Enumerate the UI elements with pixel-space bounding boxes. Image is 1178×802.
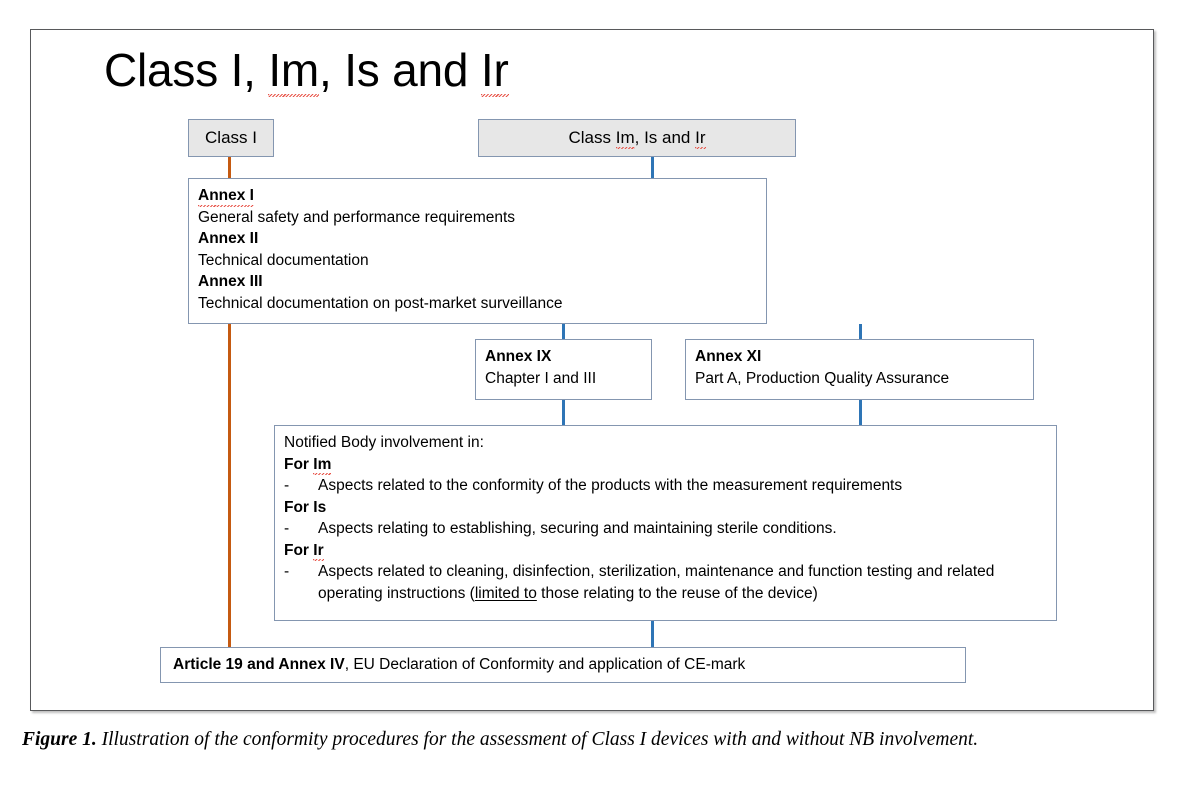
figure-caption: Figure 1. Illustration of the conformity… (22, 726, 1160, 754)
annex-row-heading: Annex I (198, 185, 757, 207)
annex-iii-body: Technical documentation on post-market s… (198, 294, 563, 312)
label-prefix: Class (568, 128, 616, 148)
notified-body-bullet-is: - Aspects relating to establishing, secu… (284, 518, 1047, 540)
annex-ii-heading: Annex II (198, 230, 259, 247)
annex-xi-heading: Annex XI (695, 346, 1024, 368)
annex-i-heading: Annex I (198, 185, 254, 207)
box-annexes[interactable]: Annex I General safety and performance r… (188, 178, 767, 324)
box-annex-xi[interactable]: Annex XI Part A, Production Quality Assu… (685, 339, 1034, 400)
figure-caption-text: Illustration of the conformity procedure… (96, 729, 979, 750)
title-token-im: Im (268, 44, 320, 97)
for-prefix: For (284, 498, 314, 516)
notified-body-bullet-im: - Aspects related to the conformity of t… (284, 475, 1047, 497)
for-prefix: For (284, 541, 314, 559)
annex-iii-heading: Annex III (198, 273, 263, 290)
annex-ix-heading-text: Annex IX (485, 348, 552, 365)
bullet-text: Aspects related to the conformity of the… (318, 477, 903, 494)
annex-row-heading: Annex II (198, 228, 757, 250)
figure-caption-label: Figure 1. (22, 729, 97, 750)
bullet-dash: - (284, 520, 290, 537)
notified-body-heading-is: For Is (284, 497, 1047, 519)
annex-ii-body: Technical documentation (198, 251, 369, 269)
bullet-text: Aspects related to cleaning, disinfectio… (318, 561, 1047, 604)
notified-body-intro: Notified Body involvement in: (284, 434, 484, 451)
annex-xi-heading-text: Annex XI (695, 348, 762, 365)
for-prefix: For (284, 455, 314, 473)
connector-annexes-to-article-19 (228, 324, 231, 647)
connector-annexes-to-annex-ix (562, 324, 565, 339)
connector-annex-xi-to-notified-body (859, 400, 862, 425)
bullet-dash: - (284, 563, 290, 580)
annex-i-body: General safety and performance requireme… (198, 208, 516, 226)
label-token-ir: Ir (695, 128, 706, 149)
bullet-text-post: those relating to the reuse of the devic… (536, 584, 818, 602)
bullet-text: Aspects relating to establishing, securi… (318, 520, 837, 537)
bullet-text-pre: Aspects related to cleaning, disinfectio… (318, 563, 995, 602)
annex-ix-body: Chapter I and III (485, 369, 597, 387)
for-token-is: Is (313, 498, 327, 516)
article-19-body: , EU Declaration of Conformity and appli… (344, 656, 746, 674)
annex-ix-heading: Annex IX (485, 346, 642, 368)
title-token-ir: Ir (480, 44, 509, 97)
box-article-19[interactable]: Article 19 and Annex IV, EU Declaration … (160, 647, 966, 683)
title-mid: , Is and (319, 44, 481, 96)
box-class-im-is-ir-label: Class Im, Is and Ir (569, 127, 706, 149)
for-token-ir: Ir (313, 540, 324, 562)
label-mid: , Is and (634, 128, 696, 148)
connector-annex-ix-to-notified-body (562, 400, 565, 425)
label-token-im: Im (615, 128, 635, 149)
box-class-im-is-ir[interactable]: Class Im, Is and Ir (478, 119, 796, 157)
notified-body-bullet-ir: - Aspects related to cleaning, disinfect… (284, 561, 1047, 604)
article-19-heading-text: Article 19 and Annex IV (173, 656, 345, 674)
flowchart-diagram: Class I, Im, Is and Ir Class I Class Im,… (31, 30, 1155, 712)
box-class-i[interactable]: Class I (188, 119, 274, 157)
box-notified-body[interactable]: Notified Body involvement in: For Im - A… (274, 425, 1057, 621)
annex-row-heading: Annex III (198, 271, 757, 293)
connector-notified-body-to-article-19 (651, 621, 654, 647)
for-token-im: Im (313, 454, 332, 476)
title-prefix: Class I, (104, 44, 269, 96)
connector-class-i-to-annexes (228, 157, 231, 180)
notified-body-heading-ir: For Ir (284, 540, 1047, 562)
box-annex-ix[interactable]: Annex IX Chapter I and III (475, 339, 652, 400)
annex-xi-body: Part A, Production Quality Assurance (695, 369, 950, 387)
notified-body-heading-im: For Im (284, 454, 1047, 476)
bullet-dash: - (284, 477, 290, 494)
connector-class-imisir-to-annexes (651, 157, 654, 180)
bullet-text-underlined: limited to (474, 584, 537, 602)
figure-frame: Class I, Im, Is and Ir Class I Class Im,… (30, 29, 1154, 711)
article-19-heading: Article 19 and Annex IV (173, 656, 345, 673)
connector-annexes-to-annex-xi (859, 324, 862, 339)
box-class-i-label: Class I (205, 128, 257, 148)
diagram-title: Class I, Im, Is and Ir (104, 42, 509, 98)
